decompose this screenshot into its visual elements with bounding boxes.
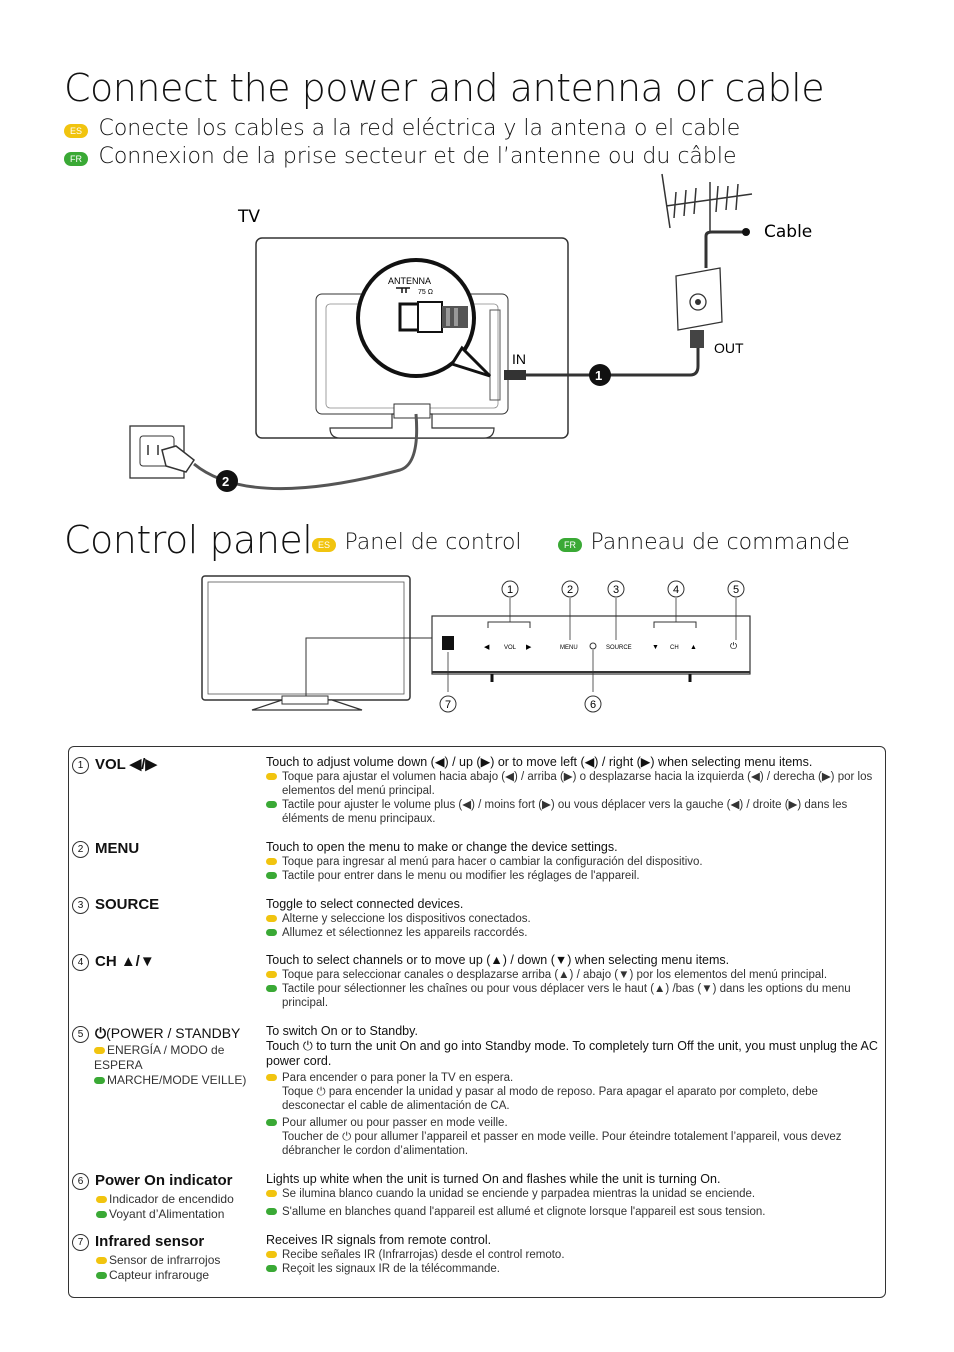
page-title: Connect the power and antenna or cable bbox=[64, 66, 825, 110]
tv-label: TV bbox=[237, 207, 260, 227]
ch-up-icon: ▲ bbox=[690, 644, 697, 651]
infrared-sensor-icon bbox=[442, 636, 454, 650]
ohm-label: 75 Ω bbox=[418, 289, 433, 296]
antenna-zoom-bubble bbox=[356, 258, 476, 378]
power-plug bbox=[161, 445, 196, 473]
source-button-label: SOURCE bbox=[606, 645, 632, 651]
svg-text:1: 1 bbox=[595, 368, 602, 383]
row-vol-desc: Touch to adjust volume down (◀) / up (▶)… bbox=[266, 755, 873, 825]
step1-marker bbox=[589, 364, 611, 386]
power-icon: ⏻ bbox=[730, 641, 737, 652]
subtitle-fr: FR Connexion de la prise secteur et de l… bbox=[64, 144, 737, 169]
power-indicator-icon bbox=[589, 642, 597, 650]
callout-7: 7 bbox=[445, 699, 451, 711]
vol-right-icon: ▶ bbox=[526, 644, 532, 651]
vol-button-label: VOL bbox=[504, 645, 517, 651]
tv-stand bbox=[329, 413, 495, 439]
control-panel-title-fr: FR Panneau de commande bbox=[558, 530, 850, 555]
connection-diagram: ANTENNA 75 Ω IN 1 OUT Cable TV 2 bbox=[129, 173, 812, 492]
vol-left-icon: ◀ bbox=[484, 644, 490, 651]
fr-badge: FR bbox=[64, 151, 88, 166]
callout-5: 5 bbox=[733, 584, 739, 596]
control-panel-title-es: ES Panel de control bbox=[312, 530, 522, 555]
callout-4: 4 bbox=[673, 584, 679, 596]
row-indicator-desc: Lights up white when the unit is turned … bbox=[266, 1172, 766, 1218]
in-label: IN bbox=[512, 351, 526, 367]
svg-text:2: 2 bbox=[222, 474, 229, 489]
callout-2: 2 bbox=[567, 584, 573, 596]
row-ch-desc: Touch to select channels or to move up (… bbox=[266, 953, 851, 1009]
es-badge: ES bbox=[64, 123, 88, 138]
antenna-label: ANTENNA bbox=[388, 276, 431, 286]
out-label: OUT bbox=[714, 340, 744, 356]
antenna-cable bbox=[526, 346, 700, 377]
row-menu-desc: Touch to open the menu to make or change… bbox=[266, 840, 703, 882]
row-infrared-desc: Receives IR signals from remote control.… bbox=[266, 1233, 565, 1275]
subtitle-es: ES Conecte los cables a la red eléctrica… bbox=[64, 116, 740, 141]
controls-table bbox=[68, 746, 886, 1298]
es-badge: ES bbox=[312, 537, 336, 552]
row-source-desc: Toggle to select connected devices. Alte… bbox=[266, 897, 531, 939]
callout-3: 3 bbox=[613, 584, 619, 596]
callout-6: 6 bbox=[590, 699, 596, 711]
ch-button-label: CH bbox=[670, 645, 679, 651]
antenna-icon bbox=[661, 173, 753, 232]
step2-marker bbox=[216, 470, 238, 492]
fr-badge: FR bbox=[558, 537, 582, 552]
control-panel-title: Control panel bbox=[64, 518, 313, 562]
menu-button-label: MENU bbox=[560, 645, 578, 651]
subtitle-fr-text: Connexion de la prise secteur et de l’an… bbox=[98, 144, 737, 169]
row-power-desc: To switch On or to Standby. Touch ⏻ to t… bbox=[266, 1024, 878, 1157]
subtitle-es-text: Conecte los cables a la red eléctrica y … bbox=[98, 116, 741, 141]
cable-label: Cable bbox=[764, 222, 812, 242]
control-panel-diagram: ◀ VOL ▶ MENU SOURCE ▼ CH ▲ ⏻ 1 2 3 4 5 6… bbox=[201, 575, 751, 713]
callout-1: 1 bbox=[507, 584, 513, 596]
power-icon: ⏻ bbox=[95, 1026, 107, 1042]
wall-outlet-box bbox=[675, 267, 723, 331]
panel-zoom bbox=[431, 615, 751, 675]
row-power-name: 5⏻(POWER / STANDBY ENERGÍA / MODO de ESP… bbox=[72, 1025, 262, 1088]
ch-down-icon: ▼ bbox=[652, 644, 659, 651]
